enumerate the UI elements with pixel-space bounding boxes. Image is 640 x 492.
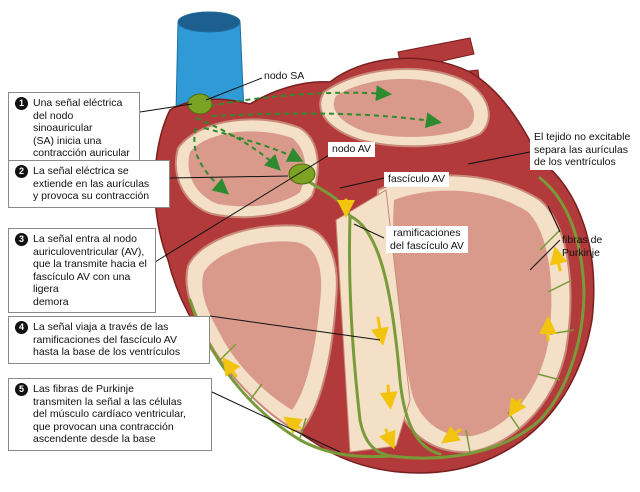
- label-nonexcitable-tissue: El tejido no excitable separa las aurícu…: [530, 130, 635, 170]
- step-5-number: 5: [15, 383, 28, 396]
- step-2-number: 2: [15, 165, 28, 178]
- label-av-bundle: fascículo AV: [384, 172, 450, 187]
- step-3-text: La señal entra al nodo auriculoventricul…: [33, 233, 147, 308]
- atrial-signal-arrows: [193, 85, 442, 195]
- step-4-text: La señal viaja a través de las ramificac…: [33, 321, 181, 358]
- interventricular-septum: [335, 189, 411, 453]
- right-ventricle: [185, 224, 338, 434]
- step-5-box: 5 Las fibras de Purkinje transmiten la s…: [8, 378, 212, 451]
- step-3-number: 3: [15, 233, 28, 246]
- step-2-box: 2 La señal eléctrica se extiende en las …: [8, 160, 170, 208]
- av-node: [288, 163, 316, 185]
- label-bundle-branches: ramificaciones del fascículo AV: [386, 226, 468, 253]
- step-3-box: 3 La señal entra al nodo auriculoventric…: [8, 228, 156, 313]
- step-1-number: 1: [15, 97, 28, 110]
- step-1-text: Una señal eléctrica del nodo sinoauricul…: [33, 97, 130, 159]
- ventricular-signal-arrows: [222, 198, 568, 450]
- step-2-text: La señal eléctrica se extiende en las au…: [33, 165, 150, 202]
- step-5-text: Las fibras de Purkinje transmiten la señ…: [33, 383, 186, 445]
- left-atrium: [319, 67, 490, 148]
- step-4-number: 4: [15, 321, 28, 334]
- label-av-node: nodo AV: [328, 142, 375, 157]
- label-sa-node: nodo SA: [264, 70, 305, 82]
- leader-lines: [139, 77, 561, 453]
- step-4-box: 4 La señal viaja a través de las ramific…: [8, 316, 210, 364]
- label-purkinje-fibers: fibras de Purkinje: [562, 234, 603, 259]
- sa-node: [187, 93, 213, 115]
- superior-vena-cava: [175, 11, 245, 113]
- step-1-box: 1 Una señal eléctrica del nodo sinoauric…: [8, 92, 140, 165]
